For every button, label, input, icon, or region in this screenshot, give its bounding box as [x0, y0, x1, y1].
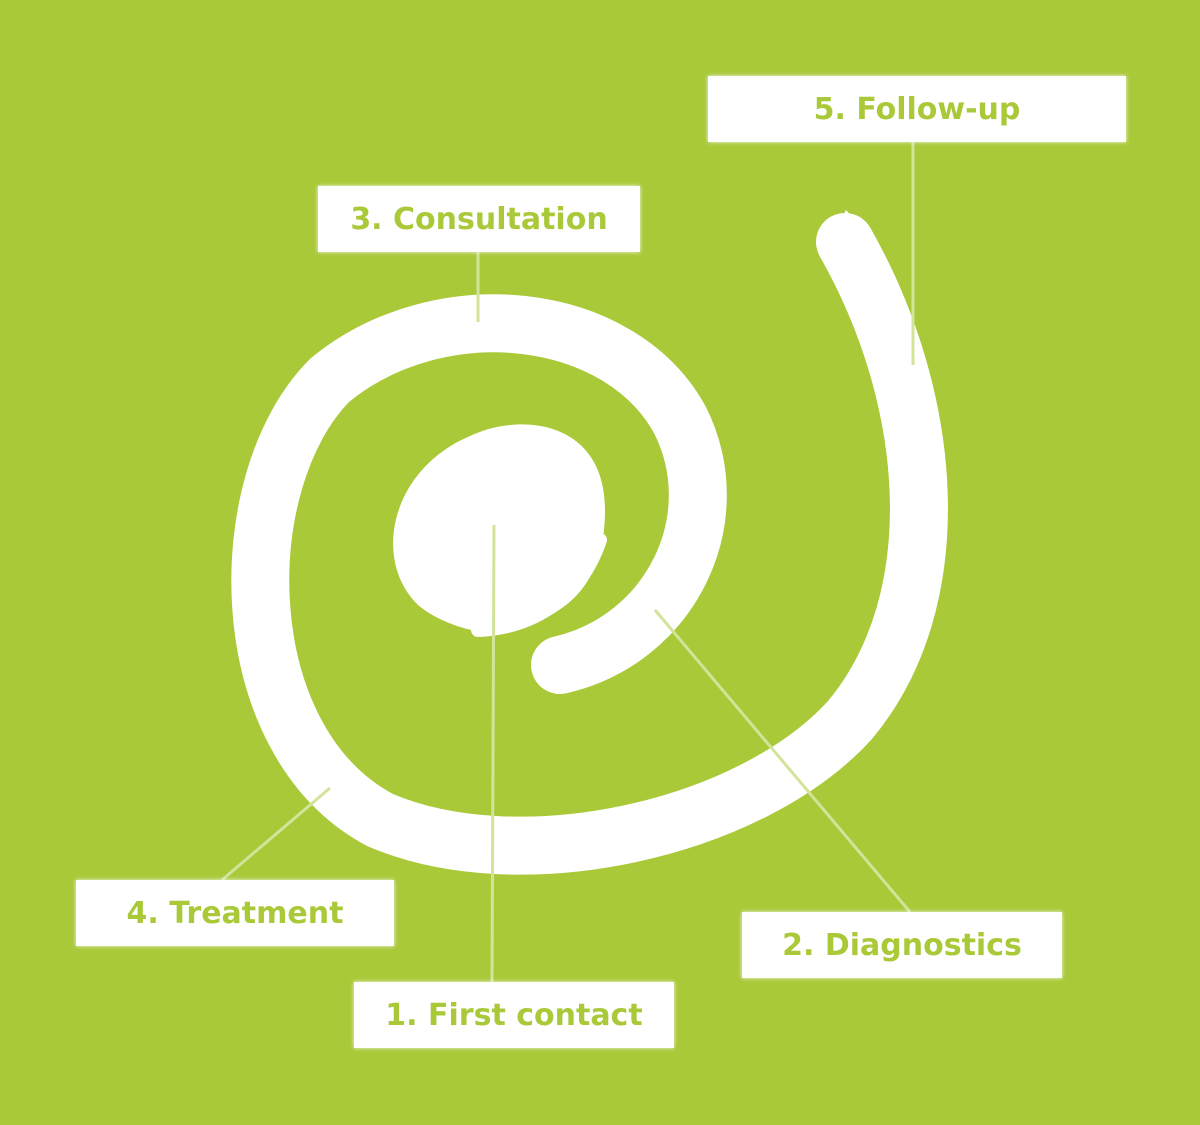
spiral-inner-core [393, 424, 605, 633]
step-label-treatment: 4. Treatment [126, 895, 344, 931]
step-label-consultation: 3. Consultation [350, 201, 608, 237]
spiral-outer-ribbon [231, 213, 948, 875]
spiral-tail-tip [832, 210, 866, 236]
connector-treatment [221, 786, 331, 882]
spiral [231, 210, 948, 875]
step-box-treatment: 4. Treatment [76, 880, 394, 946]
connector-diagnostics [653, 609, 912, 913]
step-box-consultation: 3. Consultation [318, 186, 640, 252]
connector-lines [221, 142, 915, 983]
step-label-diagnostics: 2. Diagnostics [782, 927, 1022, 963]
step-box-follow-up: 5. Follow-up [708, 76, 1126, 142]
step-box-diagnostics: 2. Diagnostics [742, 912, 1062, 978]
step-label-first-contact: 1. First contact [385, 997, 643, 1033]
connector-first-contact [490, 524, 496, 983]
step-box-first-contact: 1. First contact [354, 982, 674, 1048]
spiral-inner-curl [471, 533, 607, 637]
step-label-follow-up: 5. Follow-up [813, 91, 1021, 127]
